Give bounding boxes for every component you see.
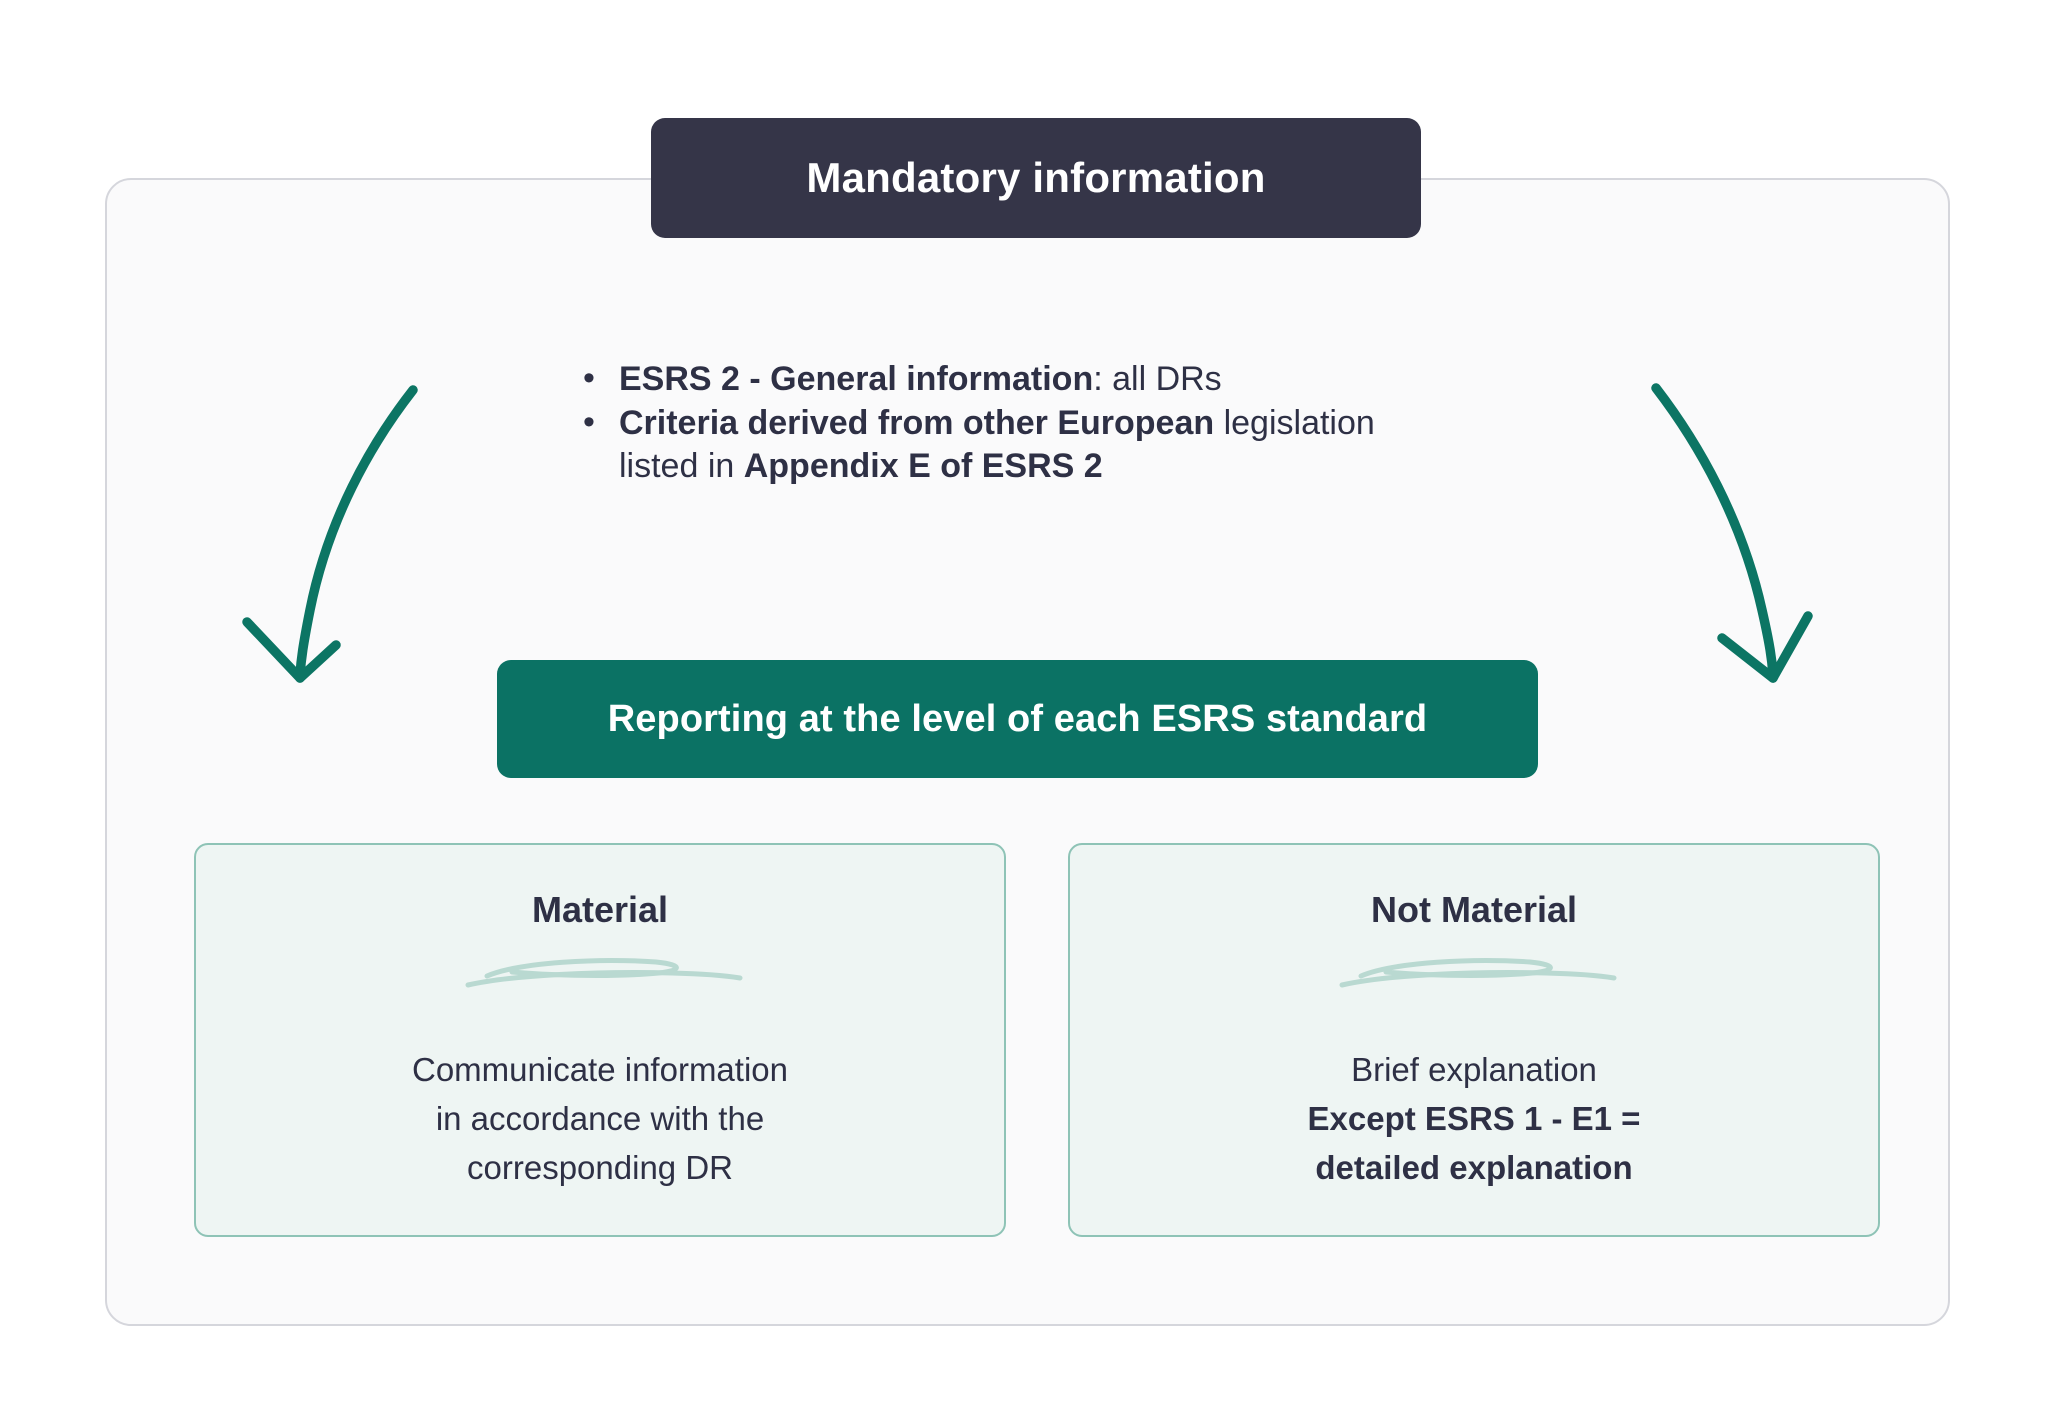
card-not-material-title: Not Material: [1370, 889, 1578, 930]
reporting-level-label: Reporting at the level of each ESRS stan…: [607, 697, 1428, 740]
card-not-material-line-2: Except ESRS 1 - E1 =: [1307, 1100, 1641, 1137]
bullet-1-bold: ESRS 2 - General information: [619, 360, 1094, 398]
bullet-2-line2-bold: Appendix E of ESRS 2: [743, 447, 1103, 485]
card-not-material: Not Material Brief explanation Except ES…: [1068, 843, 1880, 1237]
reporting-level-banner: Reporting at the level of each ESRS stan…: [497, 660, 1538, 778]
card-not-material-line-1: Brief explanation: [1351, 1051, 1597, 1088]
squiggle-underline-icon: [465, 958, 743, 988]
bullet-item-criteria: Criteria derived from other European leg…: [575, 401, 1495, 488]
bullet-item-esrs2: ESRS 2 - General information: all DRs: [575, 357, 1495, 401]
mandatory-information-bullets: ESRS 2 - General information: all DRs Cr…: [575, 357, 1495, 488]
card-material: Material Communicate information in acco…: [194, 843, 1006, 1237]
card-not-material-body: Brief explanation Except ESRS 1 - E1 = d…: [1070, 1045, 1878, 1192]
bullet-1-rest: : all DRs: [1093, 360, 1222, 398]
card-material-line-3: corresponding DR: [467, 1149, 733, 1186]
squiggle-underline-icon: [1339, 958, 1617, 988]
card-material-body: Communicate information in accordance wi…: [196, 1045, 1004, 1192]
card-material-line-1: Communicate information: [412, 1051, 788, 1088]
curved-arrow-down-left-icon: [242, 385, 418, 683]
bullet-2-bold: Criteria derived from other European: [619, 404, 1215, 442]
page-title: Mandatory information: [806, 154, 1266, 201]
card-not-material-line-3: detailed explanation: [1315, 1149, 1633, 1186]
bullet-2-line2-plain: listed in: [619, 447, 744, 485]
card-material-title: Material: [531, 889, 669, 930]
bullet-2-rest: legislation: [1214, 404, 1375, 442]
card-material-line-2: in accordance with the: [435, 1100, 765, 1137]
curved-arrow-down-right-icon: [1651, 383, 1813, 683]
mandatory-information-header: Mandatory information: [651, 118, 1421, 238]
